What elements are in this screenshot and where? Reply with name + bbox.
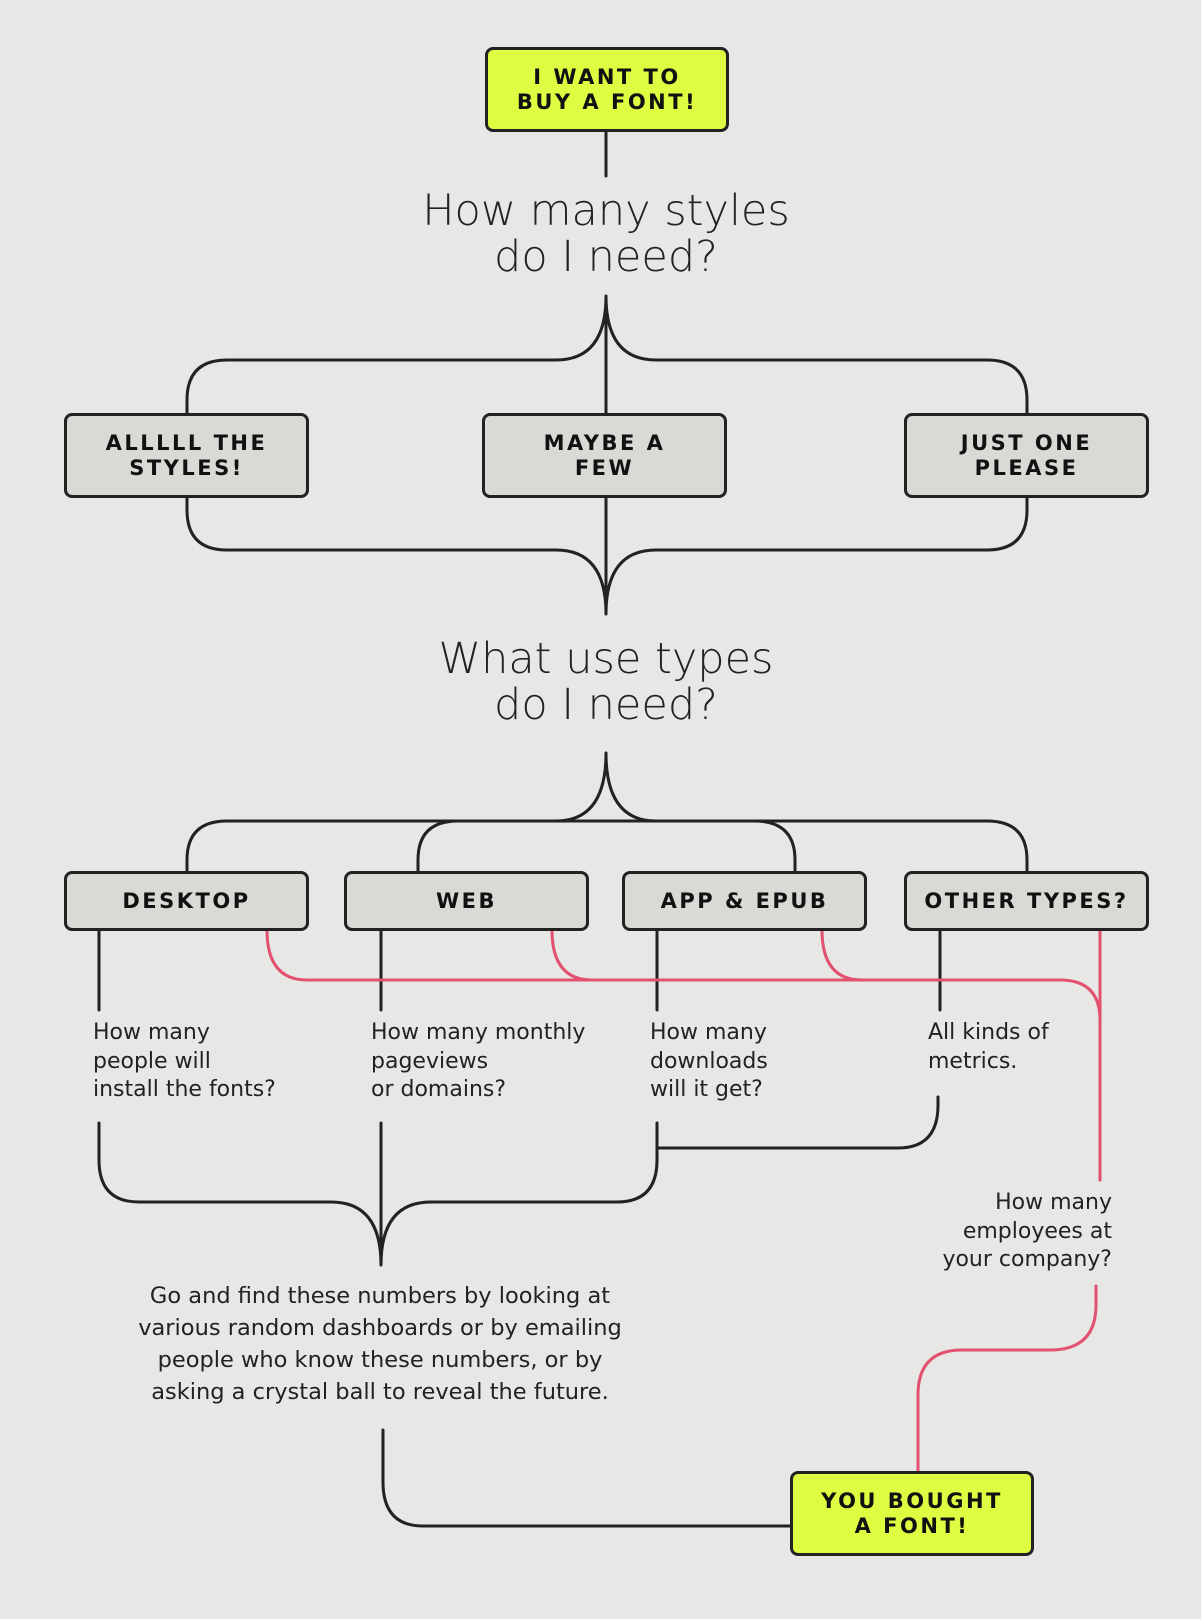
use-desktop: DESKTOP bbox=[64, 871, 309, 931]
pink-to-end bbox=[916, 1284, 1098, 1474]
brace-numbers bbox=[97, 1121, 659, 1267]
other-question: All kinds of metrics. bbox=[928, 1020, 1049, 1074]
pink-curve-web bbox=[550, 928, 594, 982]
desktop-question: How many people will install the fonts? bbox=[93, 1020, 276, 1102]
question-styles: How many styles do I need? bbox=[422, 186, 790, 282]
use-other-types: OTHER TYPES? bbox=[904, 871, 1149, 931]
brace-metrics-merge bbox=[657, 1095, 940, 1150]
pink-curve-desktop bbox=[265, 928, 1062, 982]
connector-numbers-to-end bbox=[381, 1428, 794, 1528]
question-uses: What use types do I need? bbox=[438, 634, 774, 730]
brace-uses-inner bbox=[416, 819, 797, 875]
pink-path bbox=[265, 928, 1102, 1474]
use-web: WEB bbox=[344, 871, 589, 931]
find-numbers-note: Go and find these numbers by looking at … bbox=[138, 1283, 622, 1405]
black-connectors bbox=[97, 128, 1029, 1528]
end-box: YOU BOUGHT A FONT! bbox=[790, 1471, 1034, 1556]
use-app-epub: APP & EPUB bbox=[622, 871, 867, 931]
web-question: How many monthly pageviews or domains? bbox=[371, 1020, 586, 1102]
pink-curve-app bbox=[820, 928, 864, 982]
option-all-styles: ALLLLL THE STYLES! bbox=[64, 413, 309, 498]
start-box: I WANT TO BUY A FONT! bbox=[485, 47, 729, 132]
brace-uses-top bbox=[185, 751, 1029, 875]
employees-question: How many employees at your company? bbox=[942, 1190, 1112, 1272]
option-few-styles: MAYBE A FEW bbox=[482, 413, 727, 498]
option-one-style: JUST ONE PLEASE bbox=[904, 413, 1149, 498]
pink-to-employees bbox=[1058, 978, 1102, 1182]
app-question: How many downloads will it get? bbox=[650, 1020, 768, 1102]
brace-styles-bottom bbox=[185, 495, 1029, 616]
brace-styles-top bbox=[185, 294, 1029, 416]
